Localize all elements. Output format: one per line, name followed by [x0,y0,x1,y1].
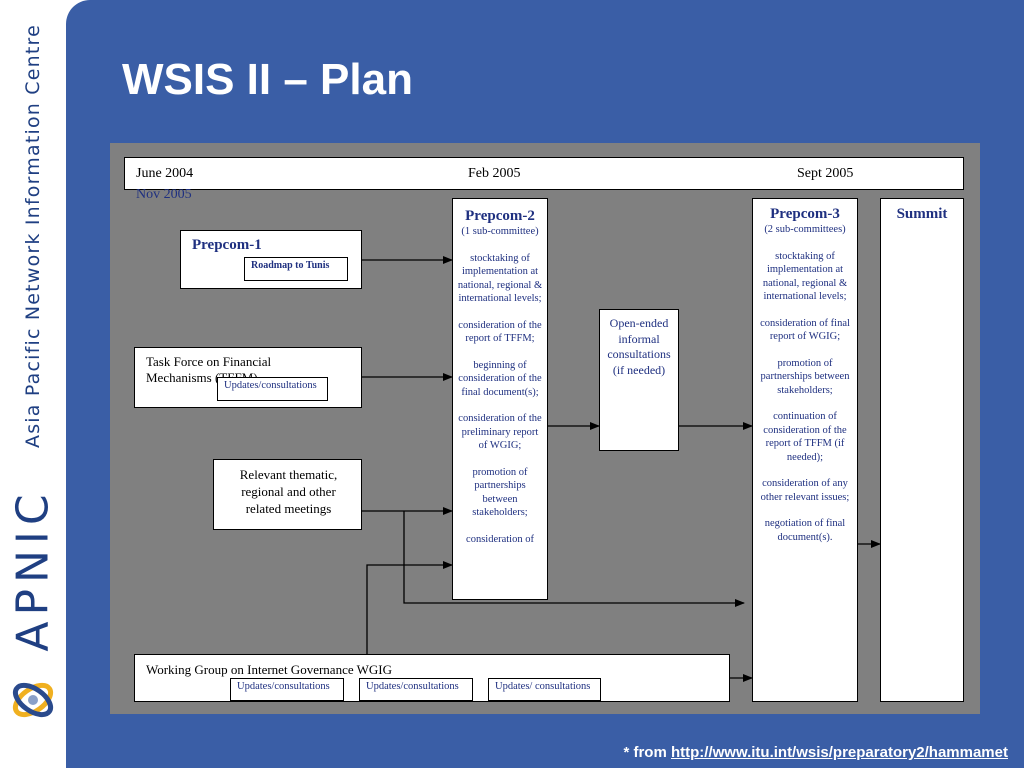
roadmap-note: Roadmap to Tunis [244,257,348,281]
wgig-note-1-text: Updates/consultations [237,681,330,692]
prepcom2-item-5: promotion of partnerships between stakeh… [472,466,528,519]
tffm-text: Task Force on Financial Mechanisms (TFFM… [146,354,272,385]
tffm-note: Updates/consultations [217,377,328,401]
summit-title: Summit [896,206,948,222]
prepcom1-title: Prepcom-1 [192,237,262,253]
timeline-bar [124,157,964,190]
prepcom2-sub: (1 sub-committee) [461,226,539,237]
wgig-text: Working Group on Internet Governance WGI… [146,662,392,677]
open-consult-box: Open-ended informal consultations (if ne… [599,309,679,451]
source-footer: * from http://www.itu.int/wsis/preparato… [623,744,1008,761]
open-consult-text: Open-ended informal consultations (if ne… [607,316,671,377]
prepcom3-item-1: stocktaking of implementation at nationa… [762,250,848,303]
footer-prefix: * from [623,744,671,761]
date-nov-2005: Nov 2005 [136,187,192,202]
wgig-note-2: Updates/consultations [359,678,473,701]
prepcom3-box: Prepcom-3 (2 sub-committees) stocktaking… [752,198,858,702]
prepcom3-item-2: consideration of final report of WGIG; [760,317,850,343]
prepcom3-item-6: negotiation of final document(s). [764,518,846,543]
prepcom3-item-4: continuation of consideration of the rep… [763,411,847,463]
prepcom2-item-3: beginning of consideration of the final … [458,359,542,398]
prepcom2-item-1: stocktaking of implementation at nationa… [457,252,543,305]
arrow-wgig-to-prepcom2 [366,561,453,654]
prepcom2-title: Prepcom-2 [465,208,535,224]
prepcom2-item-2: consideration of the report of TFFM; [458,319,542,345]
prepcom3-item-3: promotion of partnerships between stakeh… [760,357,850,396]
roadmap-note-text: Roadmap to Tunis [251,260,330,271]
prepcom2-item-4: consideration of the preliminary report … [458,413,542,451]
wgig-note-3-text: Updates/ consultations [495,681,591,692]
prepcom2-item-6: consideration of [466,533,534,545]
wgig-note-3: Updates/ consultations [488,678,601,701]
apnic-logo-icon [12,682,54,718]
date-feb-2005: Feb 2005 [468,166,521,181]
meetings-box: Relevant thematic, regional and other re… [213,459,362,530]
source-link[interactable]: http://www.itu.int/wsis/preparatory2/ham… [670,744,1008,761]
summit-box: Summit [880,198,964,702]
prepcom3-title: Prepcom-3 [770,206,840,222]
wgig-note-1: Updates/consultations [230,678,344,701]
tffm-note-text: Updates/consultations [224,380,317,391]
prepcom3-sub: (2 sub-committees) [764,224,846,235]
meetings-text: Relevant thematic, regional and other re… [239,467,338,516]
prepcom3-item-5: consideration of any other relevant issu… [760,478,850,503]
wgig-note-2-text: Updates/consultations [366,681,459,692]
slide-title: WSIS II – Plan [122,55,413,104]
date-june-2004: June 2004 [136,166,194,181]
sidebar: Asia Pacific Network Information Centre … [0,0,66,768]
date-sept-2005: Sept 2005 [797,166,854,181]
prepcom2-box: Prepcom-2 (1 sub-committee) stocktaking … [452,198,548,600]
arrow-meetings-to-prepcom3 [403,511,745,607]
